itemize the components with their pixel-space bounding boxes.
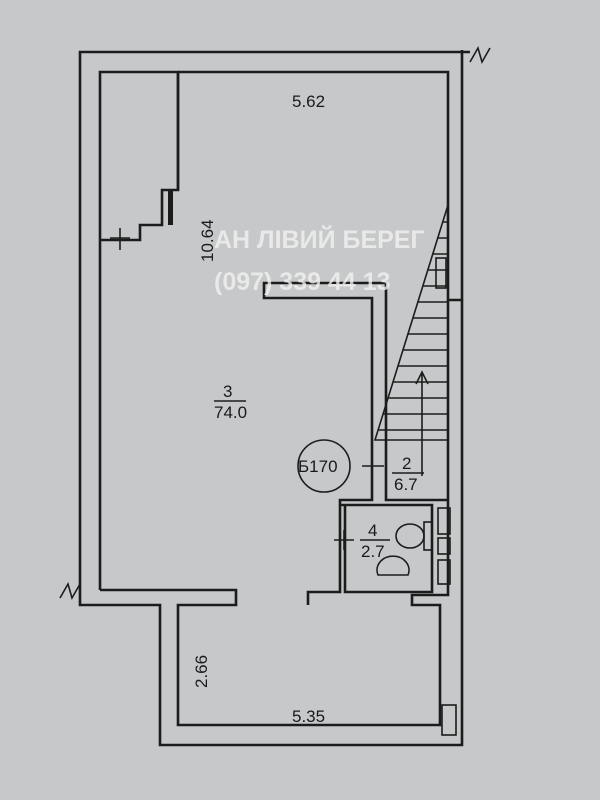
dim-lower-height: 2.66 [192, 655, 211, 688]
room-3-number: 3 [223, 382, 232, 401]
unit-tag: Б170 [298, 457, 338, 476]
watermark-agency: АН ЛІВИЙ БЕРЕГ [214, 224, 425, 254]
room-2-area: 6.7 [394, 475, 418, 494]
staircase [373, 204, 449, 476]
room-2-number: 2 [402, 454, 411, 473]
outer-walls [59, 45, 491, 747]
room-4-number: 4 [368, 521, 377, 540]
room-3-area: 74.0 [214, 403, 247, 422]
dim-lower-width: 5.35 [292, 707, 325, 726]
room-4-area: 2.7 [361, 542, 385, 561]
bathroom-fixtures [376, 507, 457, 736]
unit-tag-circle [297, 439, 351, 493]
watermark-phone: (097) 339 44 13 [214, 268, 391, 296]
dim-top-width: 5.62 [292, 92, 325, 111]
dim-left-length: 10.64 [198, 219, 217, 262]
